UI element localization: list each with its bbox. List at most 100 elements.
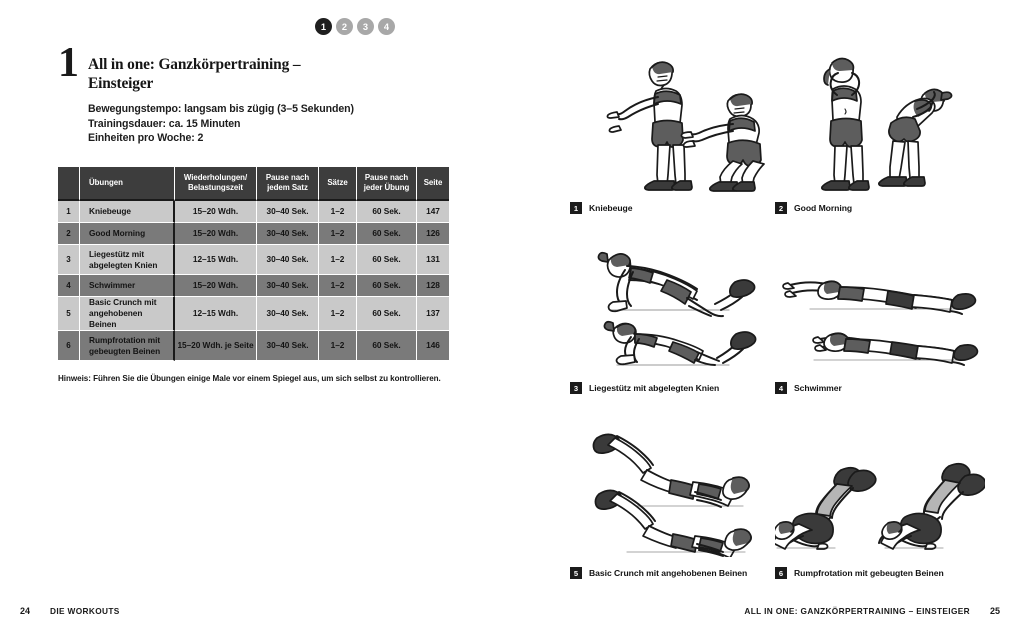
step-dot-3[interactable]: 3 <box>357 18 374 35</box>
table-header-row: Übungen Wiederholungen/ Belastungszeit P… <box>58 167 449 201</box>
cell-rest-exercise: 60 Sek. <box>357 201 417 223</box>
cell-rest-exercise: 60 Sek. <box>357 275 417 297</box>
hint-text: Hinweis: Führen Sie die Übungen einige M… <box>58 374 441 383</box>
cell-sets: 1–2 <box>319 297 357 331</box>
footer-right: ALL IN ONE: GANZKÖRPERTRAINING – EINSTEI… <box>744 606 1000 616</box>
cell-sets: 1–2 <box>319 331 357 361</box>
step-dot-1[interactable]: 1 <box>315 18 332 35</box>
cell-exercise: Basic Crunch mit angehobenen Beinen <box>80 297 175 331</box>
figure-caption: 6 Rumpfrotation mit gebeugten Beinen <box>775 567 944 579</box>
cell-rest-set: 30–40 Sek. <box>257 331 319 361</box>
col-reps-line2: Belastungszeit <box>188 183 243 192</box>
figure-caption: 5 Basic Crunch mit angehobenen Beinen <box>570 567 747 579</box>
figure-caption-text: Kniebeuge <box>589 203 633 213</box>
col-rest-set-line2: jedem Satz <box>267 183 308 192</box>
running-head-right: ALL IN ONE: GANZKÖRPERTRAINING – EINSTEI… <box>744 606 970 616</box>
table-head: Übungen Wiederholungen/ Belastungszeit P… <box>58 167 449 201</box>
cell-exercise-line2: angehobenen Beinen <box>89 308 143 329</box>
folio-right: 25 <box>989 606 1000 616</box>
col-reps: Wiederholungen/ Belastungszeit <box>175 167 257 201</box>
col-page: Seite <box>417 167 449 201</box>
table-row: 2 Good Morning 15–20 Wdh. 30–40 Sek. 1–2… <box>58 223 449 245</box>
figure-row: 1 Kniebeuge <box>570 40 985 220</box>
exercise-figure-grid: 1 Kniebeuge <box>570 40 985 585</box>
col-reps-line1: Wiederholungen/ <box>183 172 248 182</box>
workout-step-dots: 1 2 3 4 <box>315 18 395 35</box>
knee-pushup-illustration <box>570 220 775 372</box>
workout-meta-list: Bewegungstempo: langsam bis zügig (3–5 S… <box>88 102 458 146</box>
table-row: 6 Rumpfrotation mit gebeugten Beinen 15–… <box>58 331 449 361</box>
meta-tempo: Bewegungstempo: langsam bis zügig (3–5 S… <box>88 103 354 115</box>
squat-illustration <box>570 40 775 192</box>
figure-badge: 4 <box>775 382 787 394</box>
cell-reps: 15–20 Wdh. <box>175 201 257 223</box>
cell-exercise: Schwimmer <box>80 275 175 297</box>
cell-exercise-line2: gebeugten Beinen <box>89 345 161 356</box>
col-rest-exercise-line1: Pause nach <box>364 172 409 182</box>
folio-left: 24 <box>20 606 31 616</box>
figure-caption-text: Schwimmer <box>794 383 842 393</box>
table-body: 1 Kniebeuge 15–20 Wdh. 30–40 Sek. 1–2 60… <box>58 201 449 361</box>
title-wrap: All in one: Ganzkörpertraining – Einstei… <box>88 40 458 146</box>
figure-caption-text: Good Morning <box>794 203 853 213</box>
figure-badge: 6 <box>775 567 787 579</box>
cell-page: 131 <box>417 245 449 275</box>
cell-index: 2 <box>58 223 80 245</box>
cell-exercise: Liegestütz mit abgelegten Knien <box>80 245 175 275</box>
table-row: 5 Basic Crunch mit angehobenen Beinen 12… <box>58 297 449 331</box>
page-right: 1 Kniebeuge <box>510 0 1020 644</box>
cell-index: 5 <box>58 297 80 331</box>
cell-exercise-line1: Basic Crunch mit <box>89 297 157 307</box>
figure-good-morning: 2 Good Morning <box>775 40 985 220</box>
workout-number: 1 <box>58 40 79 86</box>
meta-frequency: Einheiten pro Woche: 2 <box>88 132 204 145</box>
figure-rumpfrotation: 6 Rumpfrotation mit gebeugten Beinen <box>775 400 985 585</box>
table-row: 4 Schwimmer 15–20 Wdh. 30–40 Sek. 1–2 60… <box>58 275 449 297</box>
cell-sets: 1–2 <box>319 245 357 275</box>
cell-rest-exercise: 60 Sek. <box>357 297 417 331</box>
page-left: 1 All in one: Ganzkörpertraining – Einst… <box>20 18 458 616</box>
figure-caption: 2 Good Morning <box>775 202 852 214</box>
cell-reps: 15–20 Wdh. <box>175 223 257 245</box>
cell-reps: 12–15 Wdh. <box>175 297 257 331</box>
col-index <box>58 167 80 201</box>
figure-badge: 2 <box>775 202 787 214</box>
figure-caption-text: Rumpfrotation mit gebeugten Beinen <box>794 568 944 578</box>
running-head-left: DIE WORKOUTS <box>50 606 120 616</box>
figure-caption: 1 Kniebeuge <box>570 202 633 214</box>
crunch-illustration <box>570 400 775 557</box>
step-dot-4[interactable]: 4 <box>378 18 395 35</box>
figure-caption: 3 Liegestütz mit abgelegten Knien <box>570 382 719 394</box>
col-rest-exercise-line2: jeder Übung <box>363 183 410 192</box>
workout-table: Übungen Wiederholungen/ Belastungszeit P… <box>58 167 449 361</box>
cell-index: 6 <box>58 331 80 361</box>
cell-page: 126 <box>417 223 449 245</box>
cell-rest-set: 30–40 Sek. <box>257 223 319 245</box>
cell-rest-set: 30–40 Sek. <box>257 201 319 223</box>
cell-rest-set: 30–40 Sek. <box>257 297 319 331</box>
page-title: All in one: Ganzkörpertraining – Einstei… <box>88 56 301 92</box>
table-row: 3 Liegestütz mit abgelegten Knien 12–15 … <box>58 245 449 275</box>
col-rest-set: Pause nach jedem Satz <box>257 167 319 201</box>
cell-sets: 1–2 <box>319 201 357 223</box>
cell-exercise-line2: abgelegten Knien <box>89 259 158 270</box>
cell-exercise: Kniebeuge <box>80 201 175 223</box>
figure-badge: 1 <box>570 202 582 214</box>
table-row: 1 Kniebeuge 15–20 Wdh. 30–40 Sek. 1–2 60… <box>58 201 449 223</box>
step-dot-2[interactable]: 2 <box>336 18 353 35</box>
cell-rest-exercise: 60 Sek. <box>357 245 417 275</box>
figure-kniebeuge: 1 Kniebeuge <box>570 40 775 220</box>
good-morning-illustration <box>775 40 985 192</box>
cell-exercise-line1: Liegestütz mit <box>89 248 145 259</box>
col-sets: Sätze <box>319 167 357 201</box>
cell-index: 4 <box>58 275 80 297</box>
cell-page: 128 <box>417 275 449 297</box>
cell-page: 146 <box>417 331 449 361</box>
figure-caption-text: Basic Crunch mit angehobenen Beinen <box>589 568 748 578</box>
trunk-rotation-illustration <box>775 400 985 557</box>
cell-page: 137 <box>417 297 449 331</box>
figure-caption: 4 Schwimmer <box>775 382 842 394</box>
figure-badge: 5 <box>570 567 582 579</box>
cell-reps: 12–15 Wdh. <box>175 245 257 275</box>
figure-caption-text: Liegestütz mit abgelegten Knien <box>589 383 720 393</box>
